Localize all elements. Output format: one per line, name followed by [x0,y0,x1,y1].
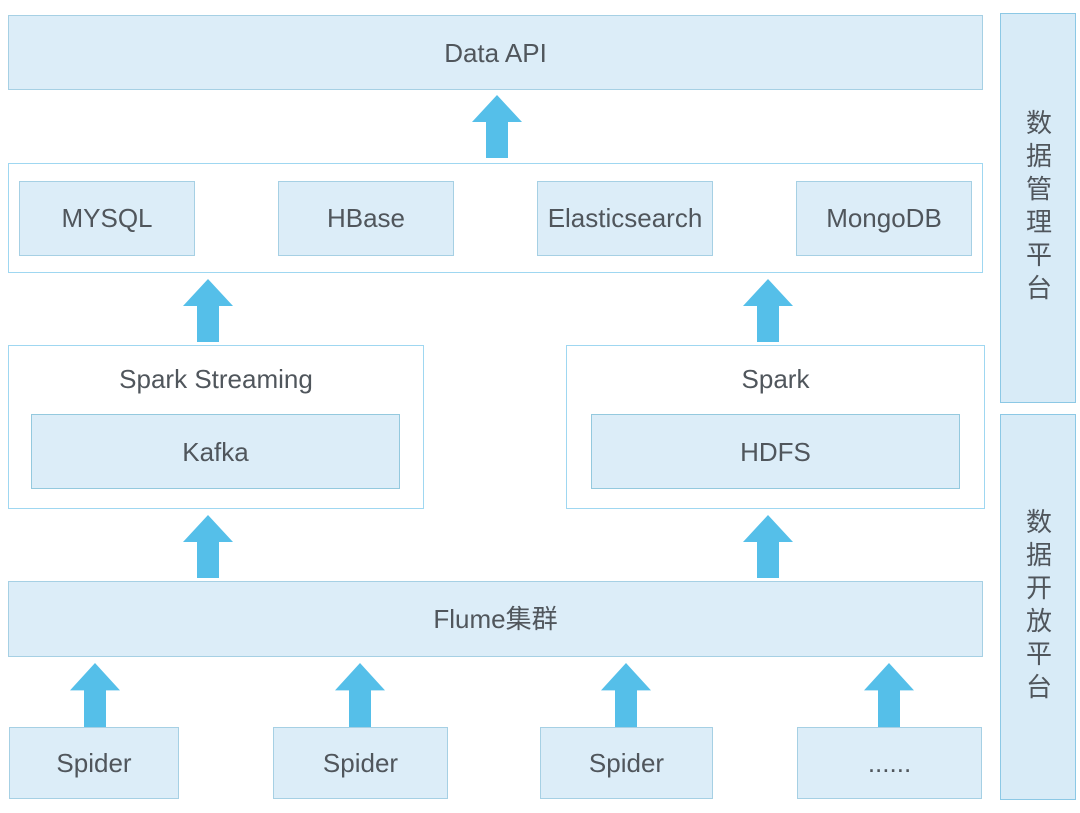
spider-label: Spider [322,748,399,778]
storage-item-mysql: MYSQL [19,180,195,256]
data-open-platform-sidebar: 数据开放平台 [1000,414,1076,800]
sidebar-label: 数据开放平台 [1022,508,1053,706]
spider-box-3: Spider [540,727,713,799]
up-arrow-icon [601,663,651,727]
data-api-box: Data API [8,15,983,90]
storage-item-elasticsearch: Elasticsearch [537,180,713,256]
kafka-box: Kafka [31,414,400,489]
up-arrow-icon [864,663,914,727]
more-sources-box: ...... [797,727,982,799]
spider-label: Spider [588,748,665,778]
storage-item-label: HBase [326,203,406,233]
flume-cluster-label: Flume集群 [433,604,558,634]
spider-label: Spider [56,748,132,778]
up-arrow-icon [335,663,385,727]
hdfs-label: HDFS [740,436,811,467]
up-arrow-icon [70,663,120,727]
storage-layer-container: MYSQL HBase Elasticsearch MongoDB [8,163,983,273]
up-arrow-icon [743,279,793,342]
up-arrow-icon [743,515,793,578]
hdfs-box: HDFS [591,414,960,489]
sidebar-label: 数据管理平台 [1022,109,1053,307]
up-arrow-icon [183,515,233,578]
spark-streaming-title: Spark Streaming [119,364,313,394]
up-arrow-icon [183,279,233,342]
spark-container: Spark HDFS [566,345,985,509]
storage-item-label: MYSQL [61,203,153,233]
flume-cluster-box: Flume集群 [8,581,983,657]
kafka-label: Kafka [182,436,249,467]
storage-item-label: MongoDB [826,203,942,233]
data-api-label: Data API [444,37,547,68]
storage-item-label: Elasticsearch [547,203,703,233]
data-management-platform-sidebar: 数据管理平台 [1000,13,1076,403]
storage-item-hbase: HBase [278,180,454,256]
more-sources-label: ...... [867,748,912,778]
spider-box-1: Spider [9,727,179,799]
spider-box-2: Spider [273,727,448,799]
up-arrow-icon [472,95,522,158]
storage-item-mongodb: MongoDB [796,180,972,256]
spark-streaming-container: Spark Streaming Kafka [8,345,424,509]
spark-title: Spark [741,364,810,394]
